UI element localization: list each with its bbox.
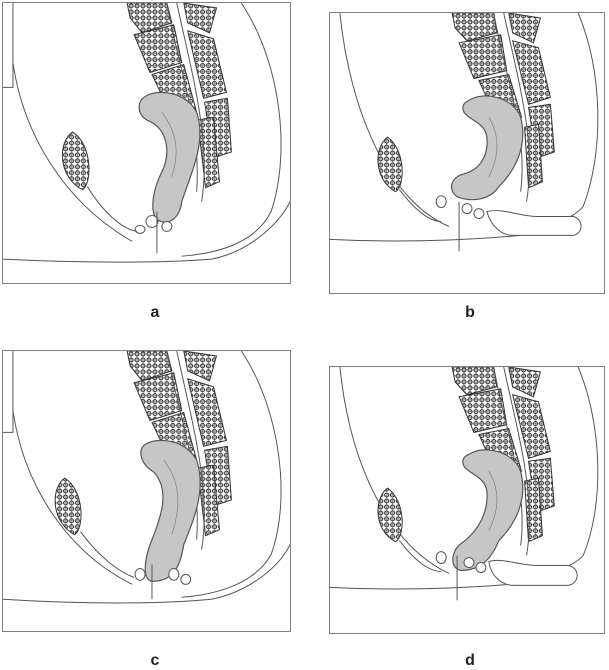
panel-a [2,2,291,284]
pelvic-diagram-d [330,367,604,633]
panel-d-label: d [450,652,490,670]
panel-c [2,350,291,632]
panel-b [329,12,605,294]
panel-b-label: b [450,304,490,322]
pelvic-diagram-c [3,351,290,631]
panel-c-label: c [135,652,175,670]
panel-a-label: a [135,304,175,322]
panel-d [329,366,605,634]
pelvic-diagram-b [330,13,604,293]
pelvic-diagram-a [3,3,290,283]
